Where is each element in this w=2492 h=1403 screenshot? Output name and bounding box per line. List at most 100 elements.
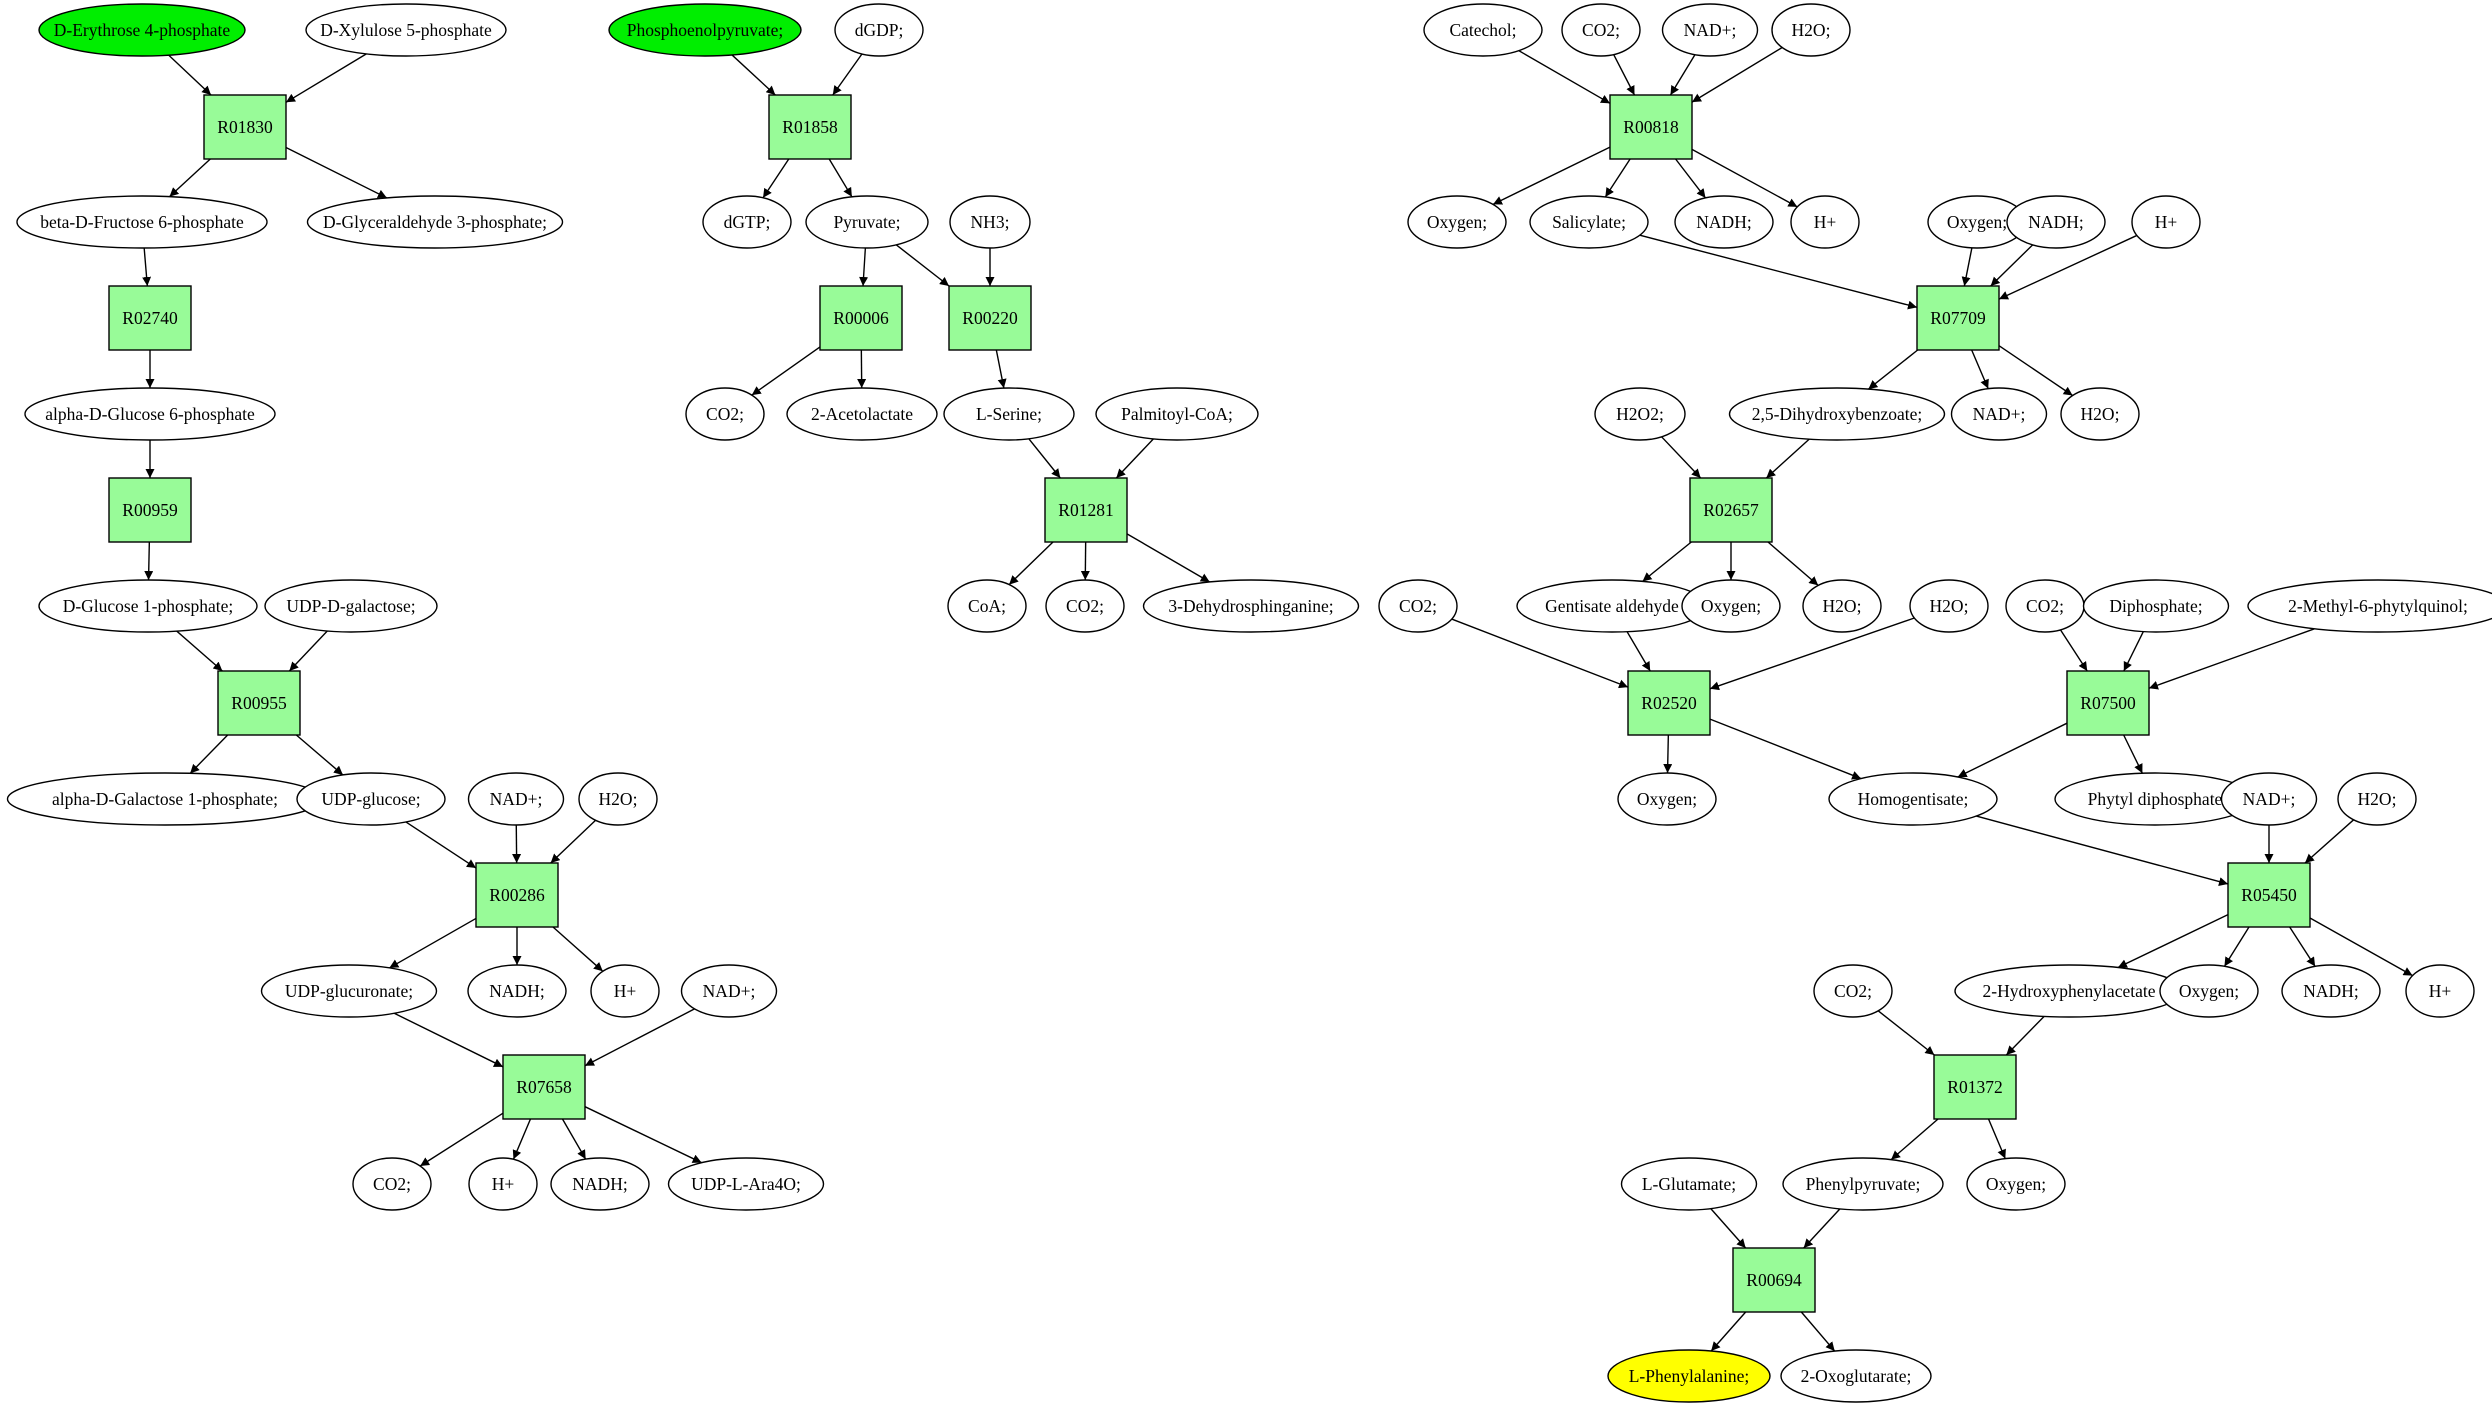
node-label: NADH; <box>2028 212 2083 232</box>
compound-node: H+ <box>2405 964 2475 1018</box>
node-label: CO2; <box>706 404 744 424</box>
reaction-node: R01281 <box>1044 477 1128 543</box>
node-label: alpha-D-Galactose 1-phosphate; <box>52 789 278 809</box>
node-label: D-Erythrose 4-phosphate <box>54 20 231 40</box>
compound-node: beta-D-Fructose 6-phosphate <box>16 195 268 249</box>
node-label: NAD+; <box>490 789 543 809</box>
edge-arrow <box>1877 1010 1935 1056</box>
compound-node: Homogentisate; <box>1828 772 1998 826</box>
edge-arrow <box>1710 1208 1747 1249</box>
edge-arrow <box>552 926 604 972</box>
edge-arrow <box>1957 722 2068 778</box>
node-label: NADH; <box>1696 212 1751 232</box>
compound-ellipse <box>2247 579 2492 633</box>
node-label: Oxygen; <box>1427 212 1487 232</box>
reaction-node: R02740 <box>108 285 192 351</box>
node-label: CO2; <box>1399 596 1437 616</box>
edge-arrow <box>2005 1015 2045 1056</box>
node-label: UDP-glucuronate; <box>285 981 413 1001</box>
node-label: 2-Oxoglutarate; <box>1801 1366 1912 1386</box>
node-label: R00955 <box>231 693 287 713</box>
reaction-node: R00818 <box>1609 94 1693 160</box>
edge-arrow <box>895 244 950 287</box>
node-label: 2-Acetolactate <box>811 404 913 424</box>
compound-ellipse <box>2281 964 2381 1018</box>
compound-ellipse <box>834 3 924 57</box>
reaction-box <box>948 285 1032 351</box>
node-label: 3-Dehydrosphinganine; <box>1168 596 1333 616</box>
edge-arrow <box>2309 917 2413 977</box>
compound-node: 2-Acetolactate <box>786 387 938 441</box>
node-label: CO2; <box>1582 20 1620 40</box>
reaction-box <box>108 477 192 543</box>
reaction-box <box>217 670 301 736</box>
node-label: NADH; <box>2303 981 2358 1001</box>
compound-node: CO2; <box>685 387 765 441</box>
node-label: R01858 <box>782 117 838 137</box>
node-label: D-Glucose 1-phosphate; <box>63 596 234 616</box>
node-label: R07658 <box>516 1077 572 1097</box>
compound-node: Phenylpyruvate; <box>1782 1157 1944 1211</box>
edge-arrow <box>144 541 154 581</box>
source-compound-node: D-Erythrose 4-phosphate <box>38 3 246 57</box>
compound-ellipse <box>1045 579 1125 633</box>
compound-ellipse <box>685 387 765 441</box>
node-label: UDP-glucose; <box>321 789 420 809</box>
edge-arrow <box>584 1106 702 1164</box>
node-label: UDP-D-galactose; <box>286 596 415 616</box>
compound-ellipse <box>680 964 778 1018</box>
reaction-node: R00694 <box>1732 1247 1816 1313</box>
compound-node: Catechol; <box>1423 3 1543 57</box>
compound-node: CO2; <box>352 1157 432 1211</box>
node-label: beta-D-Fructose 6-phosphate <box>40 212 244 232</box>
node-label: Oxygen; <box>1947 212 2007 232</box>
compound-node: Oxygen; <box>2159 964 2259 1018</box>
compound-node: NAD+; <box>2220 772 2318 826</box>
compound-node: 2-Oxoglutarate; <box>1780 1349 1932 1403</box>
compound-ellipse <box>786 387 938 441</box>
edge-arrow <box>405 821 477 869</box>
node-label: Phosphoenolpyruvate; <box>627 20 784 40</box>
compound-node: Gentisate aldehyde <box>1516 579 1708 633</box>
compound-node: Diphosphate; <box>2082 579 2230 633</box>
compound-node: CO2; <box>2005 579 2085 633</box>
compound-ellipse <box>1966 1157 2066 1211</box>
node-label: H2O; <box>1792 20 1831 40</box>
compound-ellipse <box>1802 579 1882 633</box>
edge-arrow <box>1451 618 1629 689</box>
target-compound-node: L-Phenylalanine; <box>1607 1349 1771 1403</box>
compound-ellipse <box>1378 579 1458 633</box>
edge-arrow <box>142 247 152 287</box>
compound-ellipse <box>1142 579 1360 633</box>
compound-ellipse <box>260 964 438 1018</box>
reaction-node: R00959 <box>108 477 192 543</box>
node-label: R02657 <box>1703 500 1759 520</box>
reaction-box <box>108 285 192 351</box>
compound-node: NADH; <box>467 964 567 1018</box>
node-label: R01372 <box>1947 1077 2002 1097</box>
edge-arrow <box>2223 926 2250 967</box>
edge-arrow <box>2123 631 2144 672</box>
node-label: R01830 <box>217 117 273 137</box>
reaction-node: R07500 <box>2066 670 2150 736</box>
edge-arrow <box>419 1112 504 1167</box>
node-label: R00694 <box>1746 1270 1802 1290</box>
node-label: R01281 <box>1058 500 1113 520</box>
node-label: NAD+; <box>2243 789 2296 809</box>
reaction-node: R00286 <box>475 862 559 928</box>
compound-node: NAD+; <box>1661 3 1759 57</box>
node-label: H2O; <box>1823 596 1862 616</box>
edge-arrow <box>1675 158 1707 199</box>
compound-node: Oxygen; <box>1927 195 2027 249</box>
compound-ellipse <box>306 195 564 249</box>
node-label: 2,5-Dihydroxybenzoate; <box>1752 404 1923 424</box>
node-label: Oxygen; <box>2179 981 2239 1001</box>
compound-node: H2O; <box>1771 3 1851 57</box>
compound-node: 2-Hydroxyphenylacetate <box>1954 964 2184 1018</box>
edge-arrow <box>1126 533 1211 583</box>
node-label: CO2; <box>1066 596 1104 616</box>
compound-ellipse <box>2337 772 2417 826</box>
edge-arrow <box>393 1012 504 1068</box>
node-label: dGTP; <box>724 212 771 232</box>
compound-node: H2O; <box>578 772 658 826</box>
